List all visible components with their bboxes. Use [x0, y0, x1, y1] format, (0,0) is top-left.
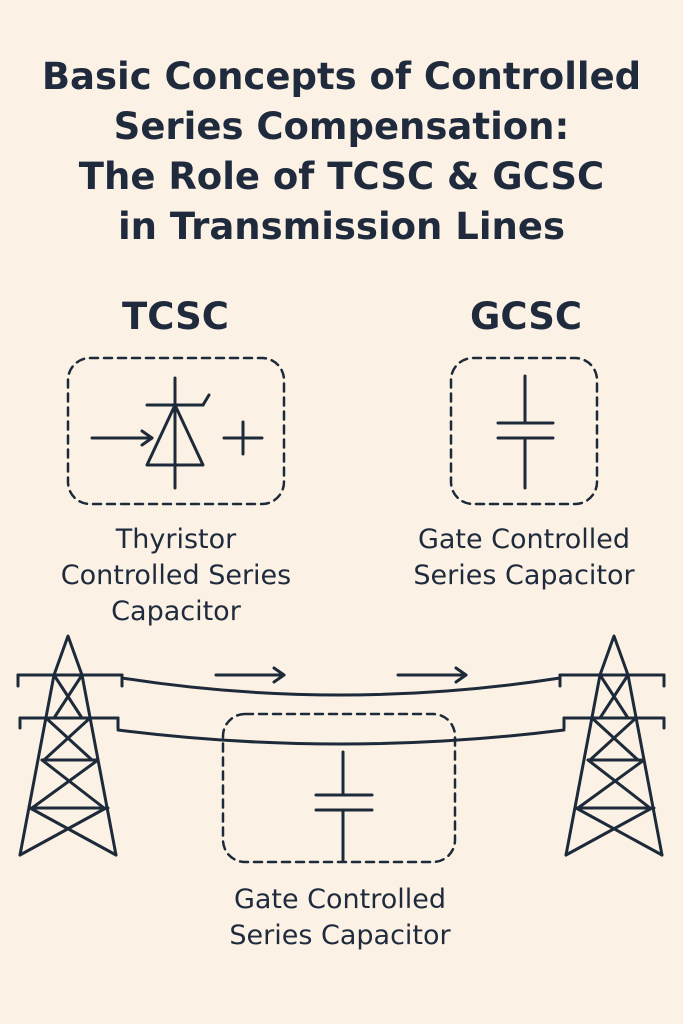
capacitor-icon: [314, 750, 374, 862]
tcsc-caption-line-1: Thyristor: [115, 524, 237, 555]
gcsc-caption-line-2: Series Capacitor: [413, 560, 635, 591]
arrow-right-icon: [396, 666, 468, 684]
gcsc-box: [449, 356, 599, 506]
gcsc-heading: GCSC: [470, 295, 583, 338]
tcsc-caption-line-3: Capacitor: [111, 596, 241, 627]
transmission-lines: [116, 676, 566, 746]
title-line-3: The Role of TCSC & GCSC: [78, 155, 605, 198]
capacitor-icon: [496, 374, 555, 490]
title-line-4: in Transmission Lines: [118, 205, 565, 248]
title-line-2: Series Compensation:: [113, 105, 570, 148]
tcsc-box: [66, 356, 286, 506]
tcsc-heading: TCSC: [122, 295, 229, 338]
transmission-tower-icon: [16, 634, 124, 857]
gcsc-caption: Gate Controlled Series Capacitor: [384, 522, 664, 594]
line-caption-line-1: Gate Controlled: [233, 884, 447, 915]
plus-icon: [222, 420, 264, 456]
tcsc-caption: Thyristor Controlled Series Capacitor: [26, 522, 326, 630]
arrow-right-icon: [214, 666, 286, 684]
page-title: Basic Concepts of Controlled Series Comp…: [0, 52, 683, 252]
transmission-tower-icon: [558, 634, 666, 857]
tcsc-caption-line-2: Controlled Series: [60, 560, 292, 591]
gcsc-caption-line-1: Gate Controlled: [417, 524, 631, 555]
title-line-1: Basic Concepts of Controlled: [41, 55, 642, 98]
line-capacitor-box: [221, 712, 457, 864]
line-capacitor-caption: Gate Controlled Series Capacitor: [180, 882, 500, 954]
line-caption-line-2: Series Capacitor: [229, 920, 451, 951]
thyristor-icon: [90, 376, 211, 490]
